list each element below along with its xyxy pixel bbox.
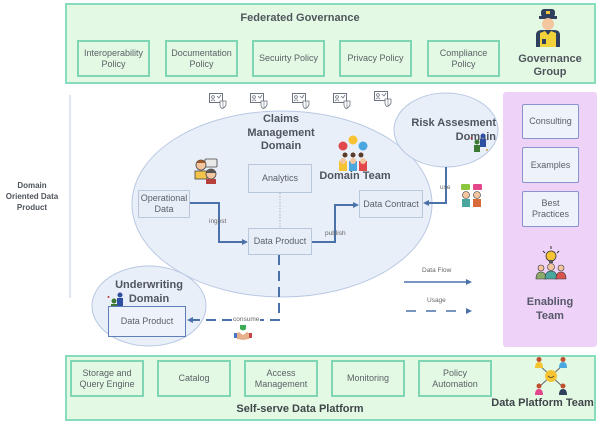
publish-label: publish bbox=[325, 230, 346, 237]
ingest-arrowhead bbox=[242, 239, 248, 245]
platform-monitoring[interactable]: Monitoring bbox=[331, 360, 405, 397]
id-shield-icon bbox=[209, 93, 227, 109]
claims-data-product-box[interactable]: Data Product bbox=[248, 228, 312, 255]
self-serve-platform-title: Self-serve Data Platform bbox=[236, 403, 364, 415]
operational-data-box[interactable]: Operational Data bbox=[138, 190, 190, 218]
ingest-label: ingest bbox=[209, 218, 227, 225]
policy-documentation[interactable]: Documentation Policy bbox=[165, 40, 238, 77]
consultation-people-icon bbox=[461, 184, 482, 207]
id-shield-icon bbox=[250, 93, 268, 109]
ingest-arrow bbox=[190, 202, 245, 243]
domain-team-icon bbox=[338, 135, 368, 171]
use-arrowhead bbox=[423, 200, 429, 206]
developers-icon bbox=[194, 158, 218, 184]
enabling-best-practices[interactable]: Best Practices bbox=[522, 191, 579, 227]
legend-data-flow-label: Data Flow bbox=[422, 267, 452, 274]
id-shield-icon bbox=[292, 93, 310, 109]
policy-interoperability[interactable]: Interoperability Policy bbox=[77, 40, 150, 77]
consume-label: consume bbox=[232, 316, 261, 323]
team-figures-icon bbox=[470, 133, 488, 152]
underwriting-domain-title: Underwriting Domain bbox=[115, 279, 183, 305]
platform-access-management[interactable]: Access Management bbox=[244, 360, 318, 397]
legend-data-flow-arrowhead bbox=[466, 279, 472, 285]
use-label: use bbox=[440, 184, 451, 191]
federated-governance-panel bbox=[65, 3, 596, 84]
data-contract-box[interactable]: Data Contract bbox=[359, 190, 423, 218]
policy-compliance[interactable]: Compliance Policy bbox=[427, 40, 500, 77]
id-shield-icon bbox=[374, 91, 392, 107]
legend-usage-label: Usage bbox=[427, 297, 446, 304]
policy-privacy[interactable]: Privacy Policy bbox=[339, 40, 412, 77]
platform-policy-automation[interactable]: Policy Automation bbox=[418, 360, 492, 397]
platform-catalog[interactable]: Catalog bbox=[157, 360, 231, 397]
federated-governance-title: Federated Governance bbox=[240, 12, 360, 24]
publish-arrowhead bbox=[353, 202, 359, 208]
id-shield-icon bbox=[333, 93, 351, 109]
domain-team-label: Domain Team bbox=[319, 170, 391, 182]
governance-group-label: Governance Group bbox=[518, 53, 582, 78]
use-arrow bbox=[427, 167, 447, 204]
enabling-consulting[interactable]: Consulting bbox=[522, 104, 579, 139]
analytics-box[interactable]: Analytics bbox=[248, 164, 312, 193]
domain-oriented-data-product-label: Domain Oriented Data Product bbox=[5, 181, 59, 212]
network-team-icon bbox=[535, 357, 567, 395]
consume-arrowhead bbox=[187, 317, 193, 323]
self-serve-platform-panel bbox=[65, 355, 596, 421]
platform-storage-query-engine[interactable]: Storage and Query Engine bbox=[70, 360, 144, 397]
claims-domain-title: Claims Management Domain bbox=[247, 113, 315, 152]
policy-security[interactable]: Secuirty Policy bbox=[252, 40, 325, 77]
underwriting-data-product-box[interactable]: Data Product bbox=[108, 306, 186, 337]
data-platform-team-label: Data Platform Team bbox=[491, 397, 594, 409]
consume-arrow bbox=[190, 255, 280, 321]
enabling-examples[interactable]: Examples bbox=[522, 147, 579, 183]
enabling-team-label: Enabling Team bbox=[526, 296, 574, 322]
publish-arrow bbox=[312, 204, 356, 243]
handshake-agreement-icon bbox=[234, 325, 252, 340]
legend-usage-arrowhead bbox=[466, 308, 472, 314]
idea-team-icon bbox=[535, 246, 567, 280]
security-guard-icon bbox=[536, 9, 560, 47]
